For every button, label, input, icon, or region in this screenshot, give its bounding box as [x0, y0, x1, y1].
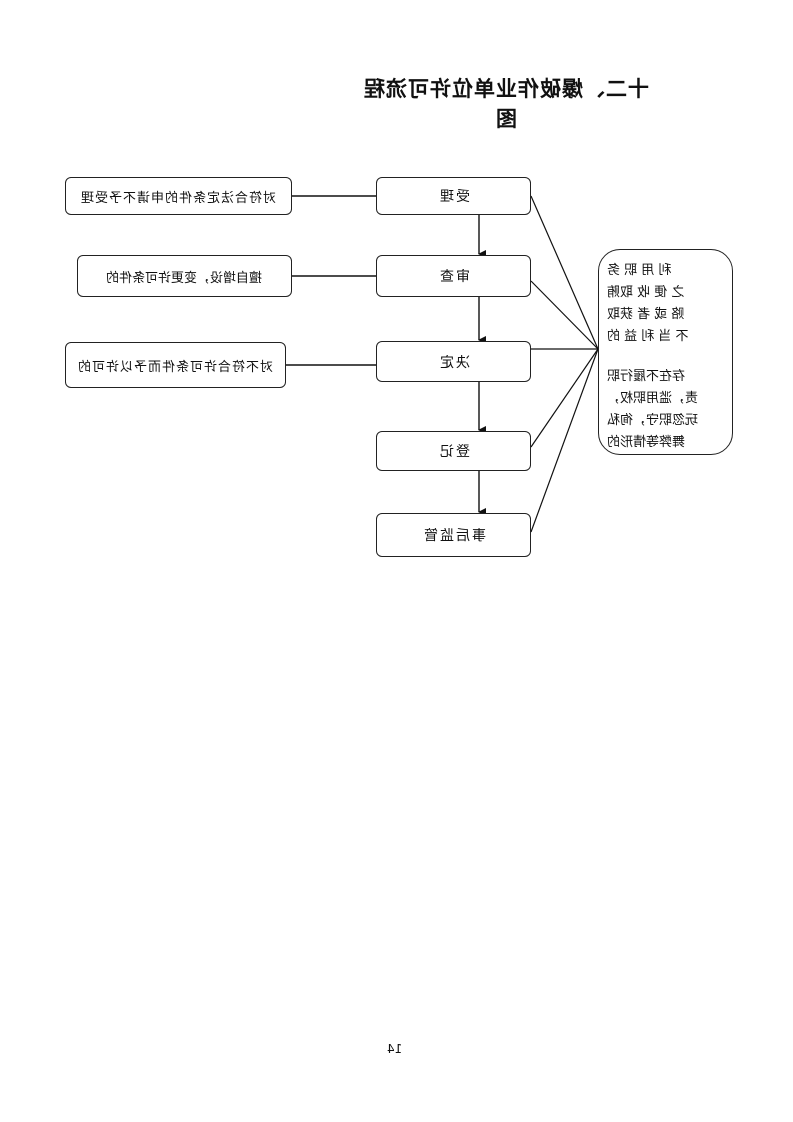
step-accept: 受理: [376, 177, 531, 215]
note-improper-approval: 对不符合许可条件而予以许可的: [65, 342, 286, 388]
risk-line: 舞弊等情形的: [607, 435, 686, 450]
fan-register: [530, 348, 599, 448]
risk-line: 之 便 收 取贿: [607, 285, 685, 300]
risk-line: 不 当 利 益 的: [607, 329, 689, 344]
fan-supervise: [530, 348, 599, 533]
step-decision: 决定: [376, 341, 531, 382]
note-improper-refusal: 对符合法定条件的申请不予受理: [65, 177, 292, 215]
step-register: 登记: [376, 431, 531, 471]
risk-line: 赂 或 者 获取: [607, 307, 685, 322]
page-number: 14: [387, 1042, 403, 1056]
page-title: 十二、爆破作业单位许可流程图: [363, 77, 649, 131]
risk-line: 玩忽职守，徇私: [607, 413, 699, 428]
fan-accept: [530, 195, 599, 350]
note-unauthorized-change: 擅自增设，变更许可条件的: [77, 255, 292, 297]
risk-box: 利 用 职 务 之 便 收 取贿 赂 或 者 获取 不 当 利 益 的 存在不履…: [598, 249, 733, 455]
risk-line: 责，滥用职权，: [607, 391, 699, 406]
step-supervision: 事后监管: [376, 513, 531, 557]
risk-line: 利 用 职 务: [607, 263, 672, 278]
fan-review: [530, 280, 599, 350]
risk-line: 存在不履行职: [607, 369, 686, 384]
step-review: 审查: [376, 255, 531, 297]
